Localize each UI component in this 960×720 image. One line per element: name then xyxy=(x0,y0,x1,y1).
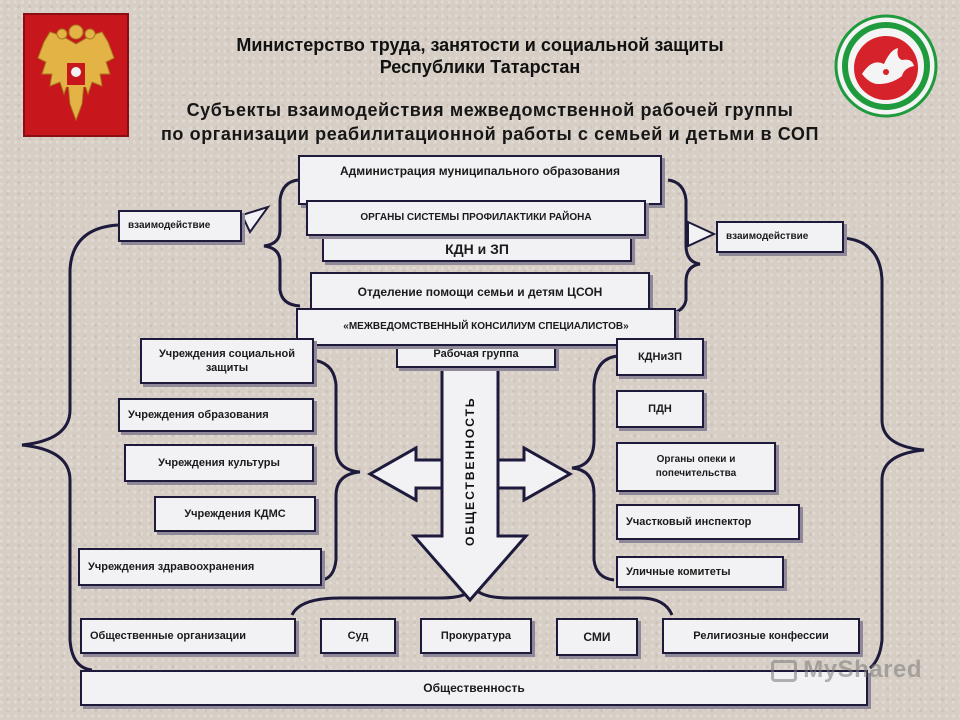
top-left-brace xyxy=(263,178,301,308)
subtitle-line-2: по организации реабилитационной работы с… xyxy=(160,124,820,144)
tatarstan-emblem-icon xyxy=(834,14,938,118)
right-brace xyxy=(841,236,925,670)
interaction-left-arrow xyxy=(240,205,271,234)
right-item-street-committees: Уличные комитеты xyxy=(616,556,784,588)
ministry-line-1: Министерство труда, занятости и социальн… xyxy=(236,35,724,55)
russia-coat-of-arms-icon xyxy=(23,13,129,137)
left-item-culture: Учреждения культуры xyxy=(124,444,314,482)
prevention-organs-box: ОРГАНЫ СИСТЕМЫ ПРОФИЛАКТИКИ РАЙОНА xyxy=(306,200,646,236)
interaction-right-label: взаимодействие xyxy=(716,221,844,253)
bottom-item-religion: Религиозные конфессии xyxy=(662,618,860,654)
left-item-health: Учреждения здравоохранения xyxy=(78,548,322,586)
right-side-arrow xyxy=(496,445,574,503)
bottom-item-public-orgs: Общественные организации xyxy=(80,618,296,654)
interaction-right-arrow xyxy=(687,220,717,248)
top-right-brace xyxy=(667,178,701,316)
right-item-pdn: ПДН xyxy=(616,390,704,428)
mid-right-brace xyxy=(571,354,619,582)
bottom-item-media: СМИ xyxy=(556,618,638,656)
left-brace xyxy=(21,223,119,672)
right-item-guardianship: Органы опеки и попечительства xyxy=(616,442,776,492)
subtitle-line-1: Субъекты взаимодействия межведомственной… xyxy=(186,100,794,120)
interaction-left-label: взаимодействие xyxy=(118,210,242,242)
left-item-social: Учреждения социальной защиты xyxy=(140,338,314,384)
watermark-text: MyShared xyxy=(803,656,922,683)
left-item-kdms: Учреждения КДМС xyxy=(154,496,316,532)
central-down-arrow xyxy=(410,362,530,603)
ministry-title: Министерство труда, занятости и социальн… xyxy=(140,34,820,78)
myshared-watermark: MyShared xyxy=(771,656,922,684)
watermark-icon xyxy=(771,659,798,682)
right-item-inspector: Участковый инспектор xyxy=(616,504,800,540)
bottom-brace xyxy=(290,581,674,616)
ministry-line-2: Республики Татарстан xyxy=(379,57,581,77)
help-dept-box: Отделение помощи семьи и детям ЦСОН xyxy=(310,272,650,312)
admin-box: Администрация муниципального образования xyxy=(298,155,662,205)
mid-left-brace xyxy=(311,358,361,582)
diagram-subtitle: Субъекты взаимодействия межведомственной… xyxy=(60,98,920,146)
bottom-item-prosecution: Прокуратура xyxy=(420,618,532,654)
left-side-arrow xyxy=(366,445,444,503)
bottom-item-court: Суд xyxy=(320,618,396,654)
arrow-vertical-text: ОБЩЕСТВЕННОСТЬ xyxy=(463,396,477,546)
public-footer-box: Общественность xyxy=(80,670,868,706)
left-item-education: Учреждения образования xyxy=(118,398,314,432)
right-item-kdnizp: КДНиЗП xyxy=(616,338,704,376)
council-box: «МЕЖВЕДОМСТВЕННЫЙ КОНСИЛИУМ СПЕЦИАЛИСТОВ… xyxy=(296,308,676,346)
